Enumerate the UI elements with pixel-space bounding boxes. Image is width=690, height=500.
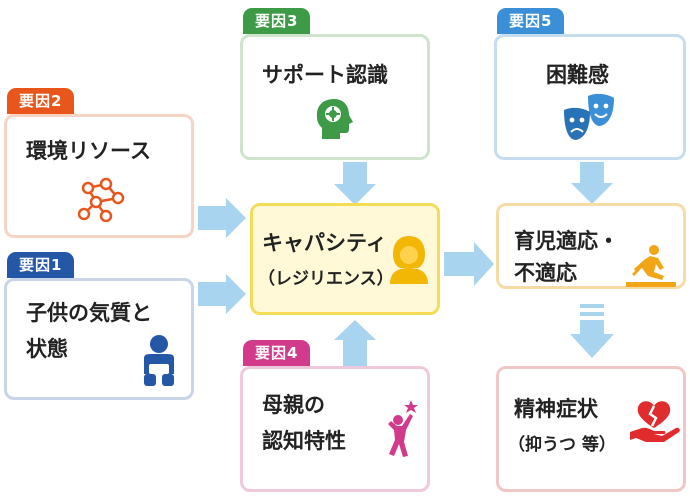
factor1-label-line2: 状態	[26, 337, 68, 361]
factor3-tag: 要因3	[243, 8, 311, 34]
capacity-sublabel: （レジリエンス）	[258, 269, 394, 289]
drama-masks-icon	[564, 93, 614, 140]
outcome2-box	[496, 366, 686, 492]
network-icon	[77, 177, 125, 222]
outcome1-label-line2: 不適応	[514, 261, 577, 285]
arrow-outcome-bar1	[580, 304, 604, 308]
factor5-label: 困難感	[546, 63, 609, 87]
baby-icon	[144, 335, 174, 386]
outcome2-label: 精神症状	[514, 397, 598, 421]
falling-person-icon	[626, 245, 676, 287]
arrow-center-outcome1	[444, 242, 494, 286]
factor4-label-line1: 母親の	[262, 393, 325, 417]
factor1-tag: 要因1	[7, 252, 75, 278]
heart-hand-icon	[630, 401, 680, 442]
arrow-f3-center	[334, 162, 376, 205]
outcome2-sublabel: （抑うつ 等）	[508, 435, 616, 455]
brain-head-icon	[316, 99, 353, 139]
factor5-tag: 要因5	[497, 8, 565, 34]
factor4-tag: 要因4	[243, 340, 311, 366]
arrow-f1-center	[198, 274, 246, 314]
factor3-label: サポート認識	[262, 63, 388, 87]
arrow-f4-center	[334, 320, 376, 368]
factor1-label-line1: 子供の気質と	[26, 301, 152, 325]
arrow-f5-outcome1	[571, 162, 613, 204]
arrow-outcome1-outcome2	[570, 320, 614, 358]
factor2-label: 環境リソース	[26, 139, 151, 163]
factor2-box	[4, 114, 194, 238]
factor4-label-line2: 認知特性	[262, 429, 346, 453]
person-star-icon	[388, 400, 418, 457]
arrow-outcome-bar2	[580, 312, 604, 316]
factor2-tag: 要因2	[7, 88, 75, 114]
arrow-f2-center	[198, 198, 246, 238]
outcome1-label-line1: 育児適応・	[514, 229, 619, 253]
woman-icon	[390, 236, 428, 284]
capacity-label: キャパシティ	[262, 231, 387, 255]
